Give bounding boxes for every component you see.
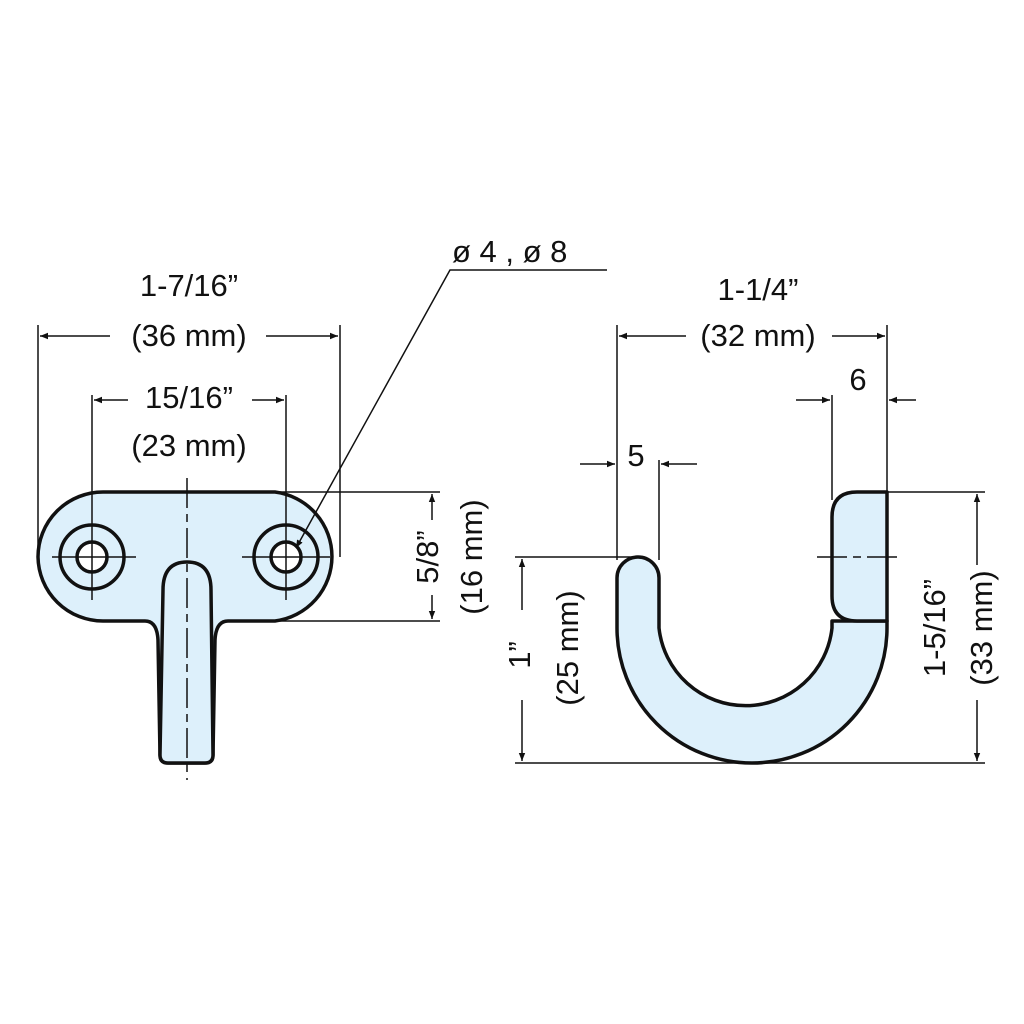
overall-height-mm-label: (33 mm) [964, 570, 999, 685]
overall-height-in-label: 1-5/16” [917, 579, 952, 677]
side-width-mm-label: (32 mm) [700, 318, 815, 353]
front-view: 1-7/16” (36 mm) 15/16” (23 mm) ø 4 , ø 8… [36, 234, 607, 780]
plate-height-mm-label: (16 mm) [454, 499, 489, 614]
overall-width-in-label: 1-7/16” [140, 268, 238, 303]
hook-profile [615, 555, 889, 765]
plate-thickness-label: 6 [849, 362, 866, 397]
hook-height-in-label: 1” [502, 641, 537, 669]
side-view: 1-1/4” (32 mm) 6 5 1” (25 mm) 1-5/16” (3… [502, 272, 999, 765]
plate-height-in-label: 5/8” [410, 530, 445, 583]
hook-height-mm-label: (25 mm) [550, 590, 585, 705]
hole-spacing-mm-label: (23 mm) [131, 428, 246, 463]
overall-width-mm-label: (36 mm) [131, 318, 246, 353]
hook-front-tongue [158, 560, 215, 765]
hook-thickness-label: 5 [627, 438, 644, 473]
hole-callout-label: ø 4 , ø 8 [452, 234, 567, 269]
side-width-in-label: 1-1/4” [718, 272, 799, 307]
hole-spacing-in-label: 15/16” [145, 380, 233, 415]
